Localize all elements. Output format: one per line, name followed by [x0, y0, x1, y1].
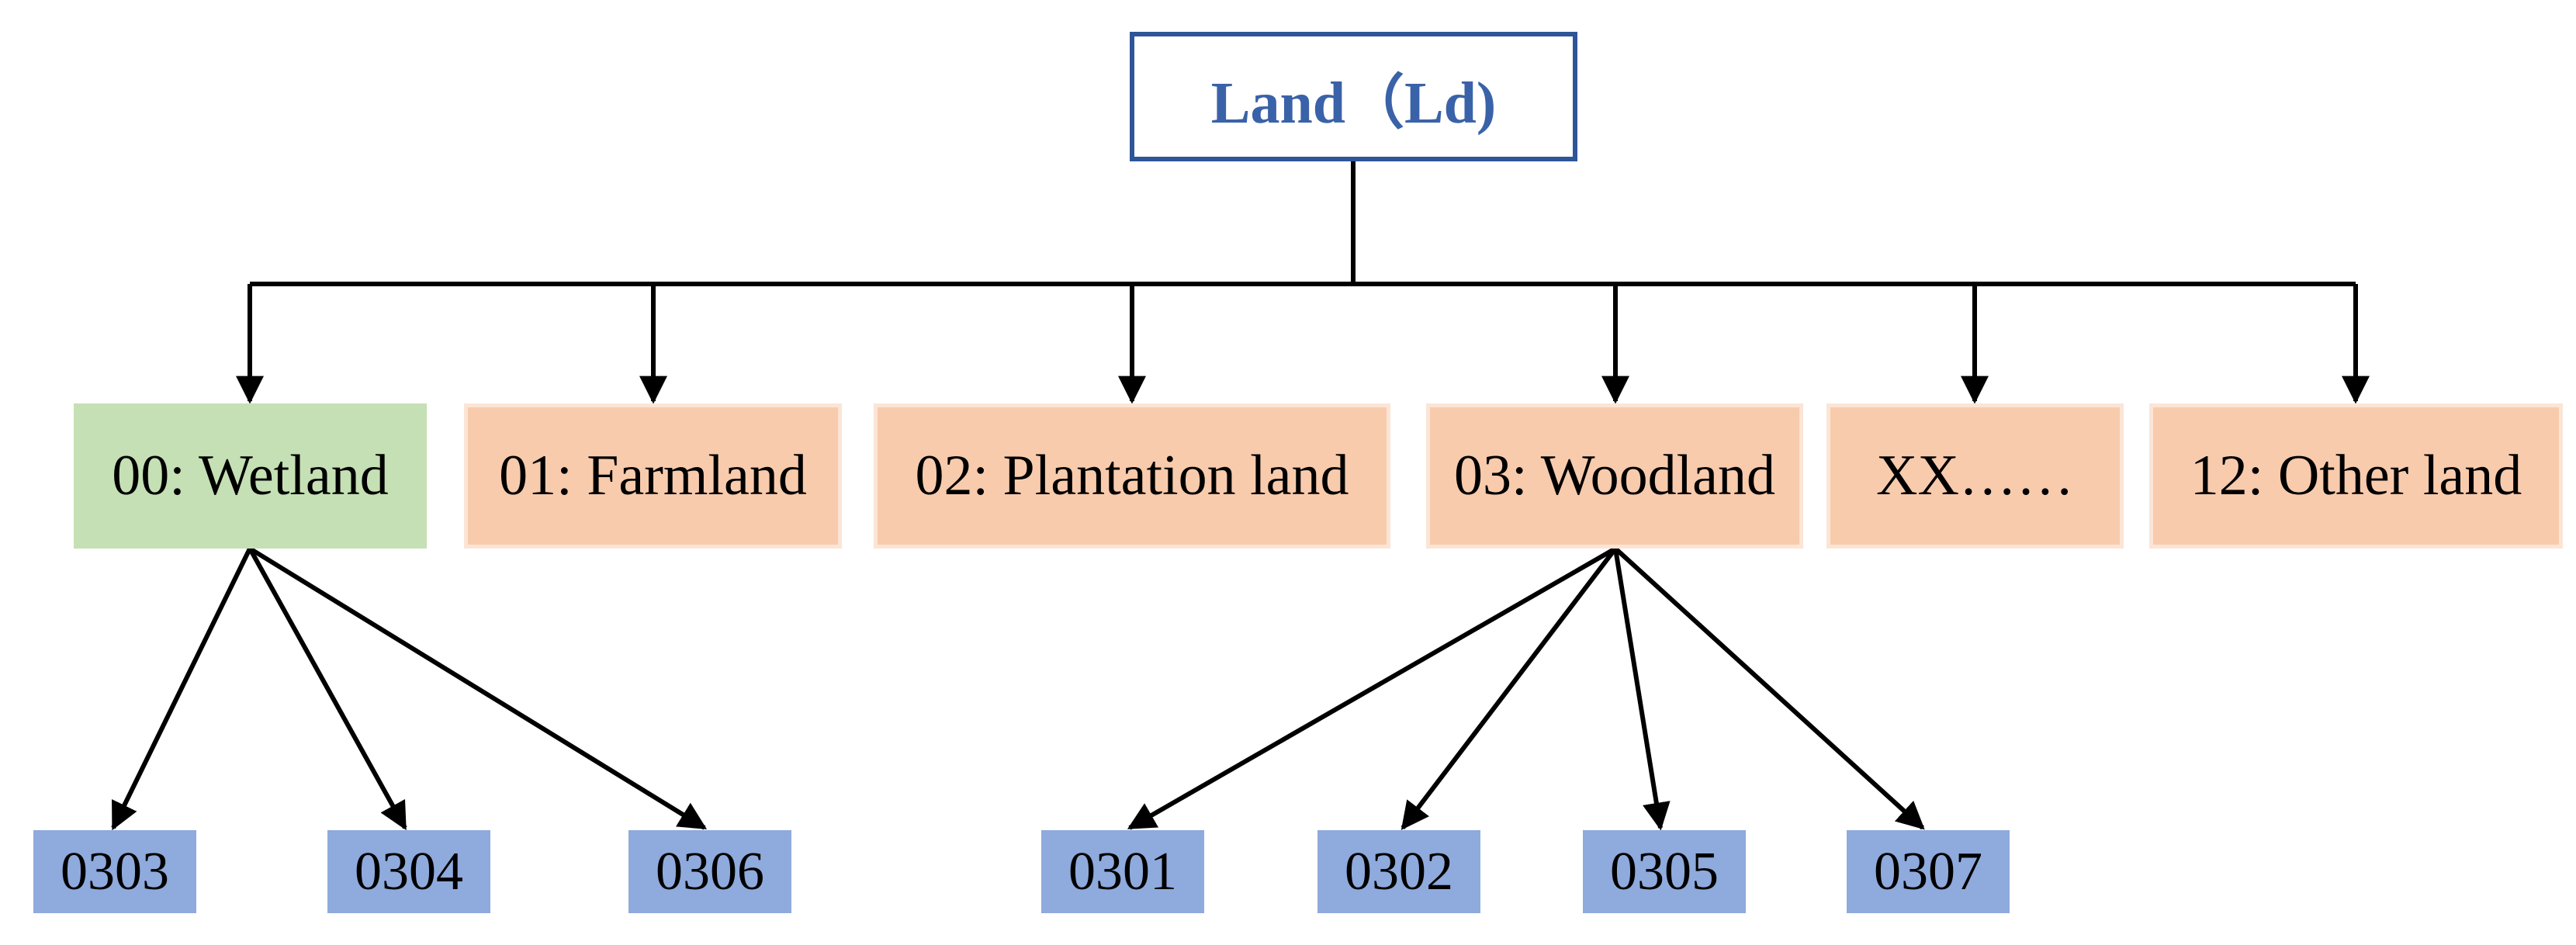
category-wetland: 00: Wetland [74, 403, 427, 549]
arrow-woodland-to-0302 [1401, 547, 1618, 830]
category-other-land: 12: Other land [2149, 403, 2563, 549]
category-farmland: 01: Farmland [464, 403, 842, 549]
arrow-woodland-to-0305 [1613, 548, 1671, 831]
arrow-wetland-to-0304 [248, 547, 407, 831]
leaf-node-0301: 0301 [1041, 830, 1204, 913]
arrow-wetland-to-0306 [248, 546, 708, 830]
root-node-land: Land（Ld) [1130, 32, 1577, 161]
leaf-node-0302: 0302 [1317, 830, 1480, 913]
leaf-node-0307: 0307 [1847, 830, 2010, 913]
category-plantation-land: 02: Plantation land [874, 403, 1390, 549]
category-woodland: 03: Woodland [1426, 403, 1803, 549]
arrow-woodland-to-0307 [1613, 546, 1925, 830]
leaf-node-0303: 0303 [33, 830, 196, 913]
category-xx: XX…… [1826, 403, 2124, 549]
arrow-wetland-to-0303 [111, 547, 252, 831]
leaf-node-0306: 0306 [628, 830, 791, 913]
leaf-node-0304: 0304 [327, 830, 490, 913]
arrow-woodland-to-0301 [1127, 546, 1617, 830]
leaf-node-0305: 0305 [1583, 830, 1746, 913]
